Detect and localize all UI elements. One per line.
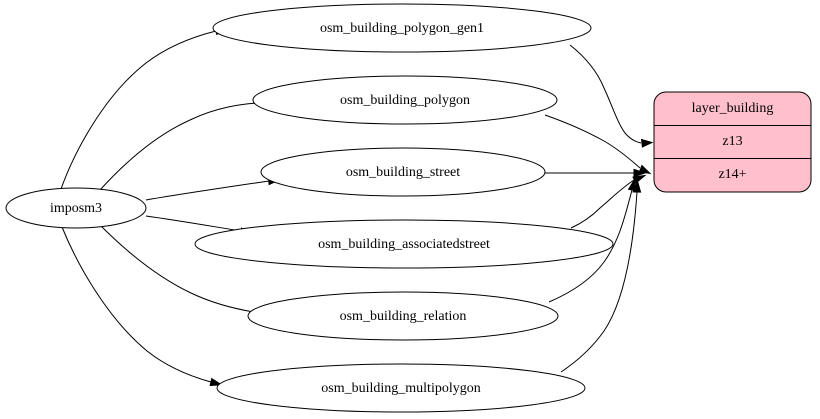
edge-osm_building_polygon_gen1-to-layer_building-z13[interactable] xyxy=(569,44,654,148)
osm_building_multipolygon-label: osm_building_multipolygon xyxy=(321,381,480,396)
osm_building_associatedstreet-label: osm_building_associatedstreet xyxy=(318,237,490,252)
edge-imposm3-to-osm_building_polygon_gen1[interactable] xyxy=(60,27,229,190)
osm_building_relation-ellipse[interactable] xyxy=(247,291,559,341)
node-osm_building_multipolygon[interactable]: osm_building_multipolygon xyxy=(216,363,586,413)
imposm3-label: imposm3 xyxy=(50,201,102,216)
osm_building_polygon-ellipse[interactable] xyxy=(252,75,558,125)
layer_building-z13-label: z13 xyxy=(722,134,742,149)
edge-osm_building_polygon-to-layer_building-z14[interactable] xyxy=(544,114,652,175)
layer_building-title-label: layer_building xyxy=(692,101,774,116)
edge-imposm3-to-osm_building_street[interactable] xyxy=(145,177,282,201)
edge-imposm3-to-osm_building_polygon[interactable] xyxy=(99,98,278,191)
edge-imposm3-to-osm_building_multipolygon[interactable] xyxy=(61,226,224,387)
osm_building_polygon_gen1-label: osm_building_polygon_gen1 xyxy=(320,21,484,36)
node-osm_building_polygon_gen1[interactable]: osm_building_polygon_gen1 xyxy=(212,3,592,53)
layer_building-z14plus-label: z14+ xyxy=(718,167,746,182)
osm_building_relation-label: osm_building_relation xyxy=(340,309,467,324)
osm_building_street-label: osm_building_street xyxy=(346,165,460,180)
node-imposm3[interactable]: imposm3 xyxy=(5,187,147,229)
node-osm_building_associatedstreet[interactable]: osm_building_associatedstreet xyxy=(194,219,614,269)
osm_building_associatedstreet-ellipse[interactable] xyxy=(194,219,614,269)
node-osm_building_street[interactable]: osm_building_street xyxy=(260,147,546,197)
osm_building_polygon-label: osm_building_polygon xyxy=(340,93,470,108)
imposm3-ellipse[interactable] xyxy=(5,187,147,229)
node-osm_building_relation[interactable]: osm_building_relation xyxy=(247,291,559,341)
edge-group-tables-to-layer xyxy=(544,44,654,373)
layer_building-box[interactable] xyxy=(653,91,812,193)
osm_building_polygon_gen1-ellipse[interactable] xyxy=(212,3,592,53)
osm_building_multipolygon-ellipse[interactable] xyxy=(216,363,586,413)
osm_building_street-ellipse[interactable] xyxy=(260,147,546,197)
edge-osm_building_relation-to-layer_building-z14[interactable] xyxy=(548,177,637,303)
node-layer_building[interactable]: layer_building z13 z14+ xyxy=(653,91,812,193)
edge-osm_building_multipolygon-to-layer_building-z14[interactable] xyxy=(560,179,642,373)
node-osm_building_polygon[interactable]: osm_building_polygon xyxy=(252,75,558,125)
edge-osm_building_street-to-layer_building-z14[interactable] xyxy=(545,168,647,178)
